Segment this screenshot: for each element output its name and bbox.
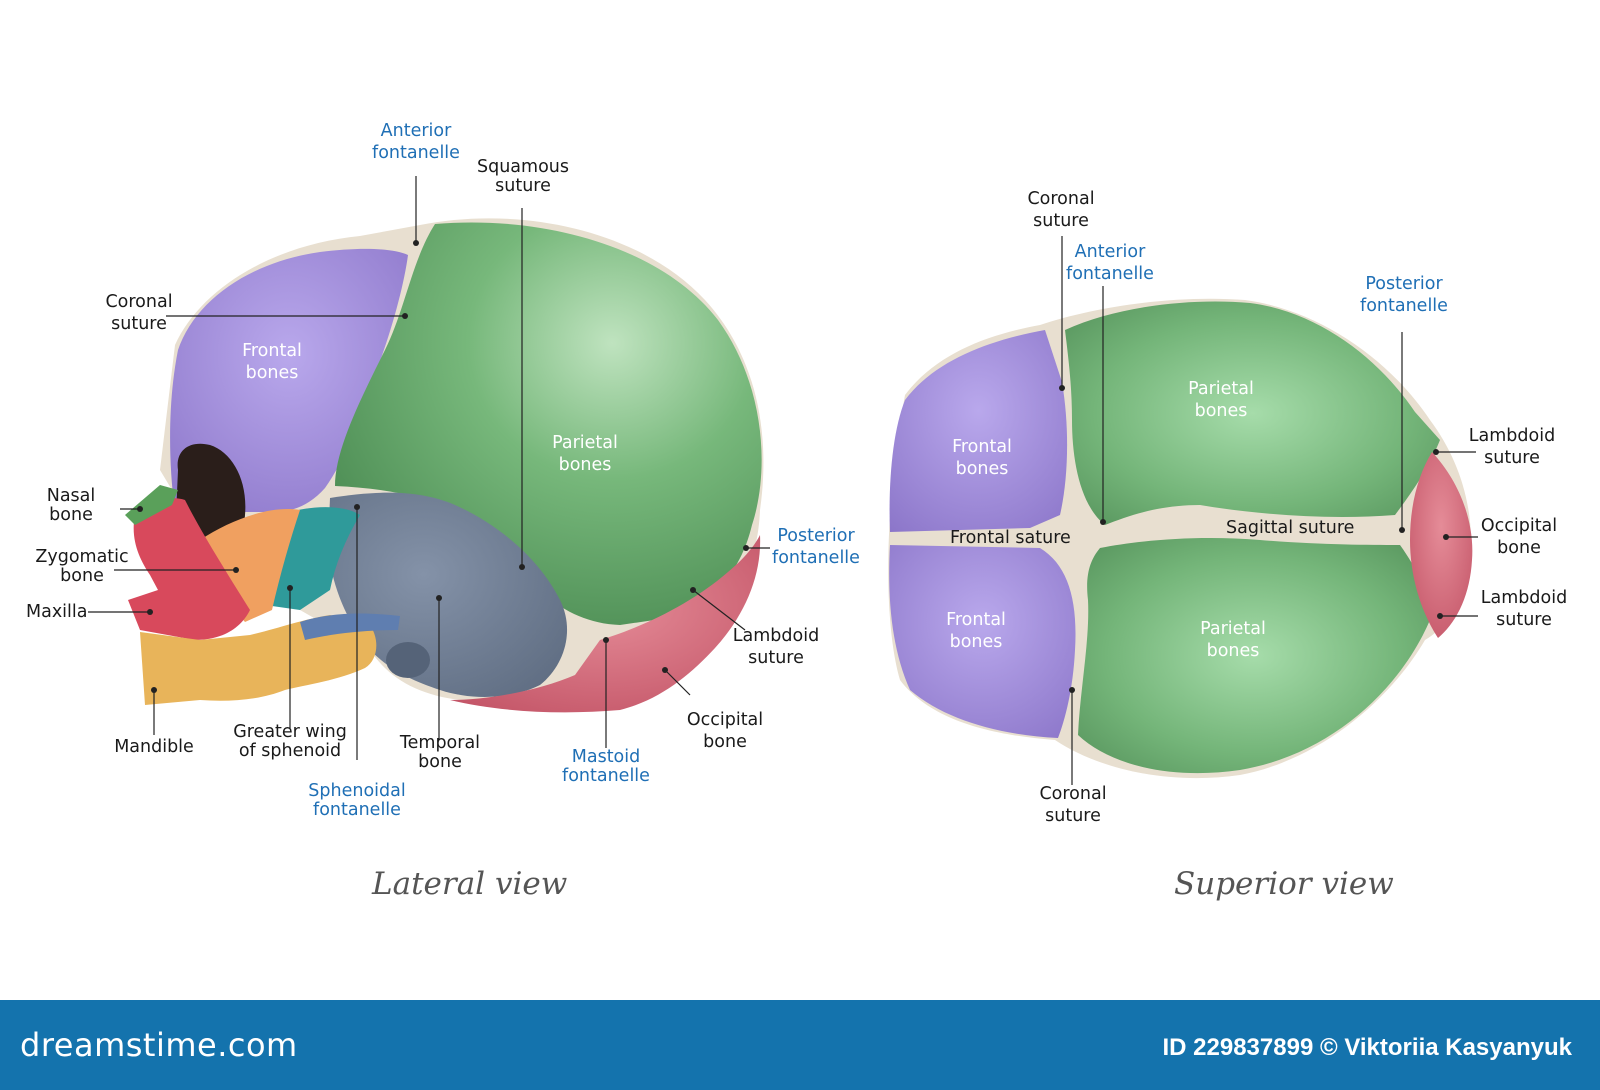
label-sagittal-suture: Sagittal suture [1226,518,1355,538]
label-mandible: Mandible [114,737,194,757]
footer-bar: dreamstime.com ID 229837899 © Viktoriia … [0,1000,1600,1090]
superior-skull [888,298,1473,779]
superior-frontal-bone-top [889,330,1068,532]
lateral-occipital-bone [450,535,761,713]
lateral-view-title: Lateral view [372,866,568,902]
lateral-nasal-bone [125,485,178,525]
lateral-ear-canal [386,642,430,678]
brand-logo: dreamstime.com [20,1026,298,1064]
lateral-mandible [140,615,377,705]
superior-frontal-bone-bottom [889,545,1076,738]
lateral-maxilla [128,498,250,640]
lateral-frontal-bone [170,248,408,512]
superior-parietal-bone-top [1065,301,1440,525]
lateral-parietal-bone [335,222,762,625]
leader-dots [137,240,1449,693]
skull-illustration [88,176,1478,785]
label-maxilla: Maxilla [26,602,88,622]
superior-parietal-bone-bottom [1078,537,1431,774]
lateral-zygomatic-arch [300,613,400,640]
superior-view-title: Superior view [1174,866,1394,902]
leader-lines [88,176,1478,785]
lateral-temporal-bone [328,492,568,697]
label-frontal-sature: Frontal sature [950,528,1071,548]
superior-occipital-bone [1410,452,1473,638]
lateral-skull [125,218,764,713]
image-credit: ID 229837899 © Viktoriia Kasyanyuk [1162,1034,1573,1061]
